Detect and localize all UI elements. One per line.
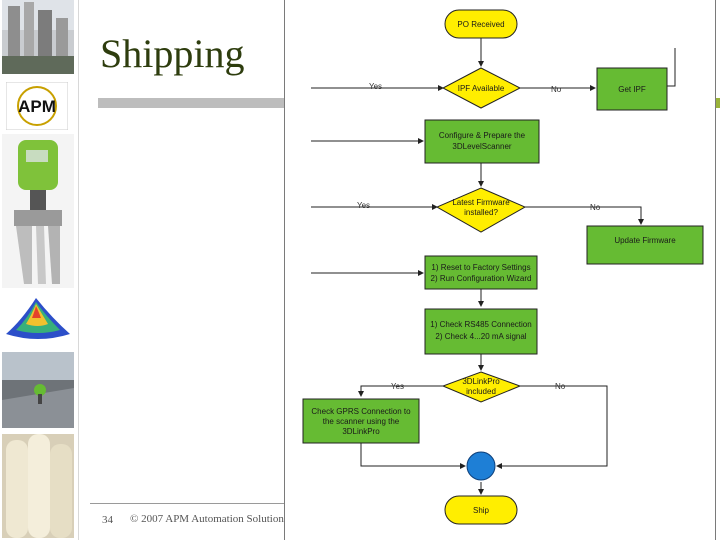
edge-gprs-to-merge	[360, 442, 466, 469]
node-ship-label: Ship	[473, 506, 490, 515]
node-get-ipf: Get IPF	[596, 67, 668, 111]
node-reset-config: 1) Reset to Factory Settings 2) Run Conf…	[424, 255, 538, 290]
node-ship: Ship	[444, 495, 518, 525]
node-check-line2: 2) Check 4...20 mA signal	[435, 332, 526, 341]
node-latest-firmware: Latest Firmware installed?	[435, 187, 527, 233]
footer-copyright: © 2007 APM Automation Solutions	[130, 513, 285, 525]
node-firmware-line2: installed?	[464, 208, 498, 217]
flowchart-connectors	[311, 38, 676, 495]
page-number: 34	[102, 514, 113, 526]
node-configure-line2: 3DLevelScanner	[452, 142, 511, 151]
surface-scan-image	[2, 294, 74, 346]
node-firmware-line1: Latest Firmware	[452, 198, 510, 207]
node-ipf-available: IPF Available	[441, 67, 522, 109]
node-check-connections: 1) Check RS485 Connection 2) Check 4...2…	[424, 308, 538, 355]
shipping-flowchart: PO Received IPF Available Yes No Get IPF…	[284, 0, 716, 540]
label-firmware-no: No	[590, 203, 601, 212]
label-linkpro-no: No	[555, 382, 566, 391]
node-update-firmware-label: Update Firmware	[614, 236, 676, 245]
edge-get-ipf-return	[667, 48, 676, 87]
slide-title: Shipping	[100, 31, 245, 76]
footer-divider	[90, 503, 290, 504]
silo-top-photo	[2, 352, 74, 428]
node-update-firmware: Update Firmware	[586, 225, 704, 265]
silos-photo	[2, 434, 74, 538]
label-firmware-yes: Yes	[357, 201, 370, 210]
scanner-device-image	[2, 134, 74, 288]
node-gprs-line2: the scanner using the	[323, 417, 400, 426]
node-po-received: PO Received	[444, 9, 518, 39]
node-ipf-available-label: IPF Available	[458, 84, 505, 93]
node-linkpro-line2: included	[466, 387, 496, 396]
label-ipf-no: No	[551, 85, 562, 94]
node-reset-line1: 1) Reset to Factory Settings	[431, 263, 530, 272]
title-accent-bar	[714, 98, 720, 108]
merge-node-circle	[466, 451, 496, 481]
node-check-line1: 1) Check RS485 Connection	[430, 320, 531, 329]
factory-photo	[2, 0, 74, 74]
node-gprs-line1: Check GPRS Connection to	[311, 407, 411, 416]
label-ipf-yes: Yes	[369, 82, 382, 91]
node-get-ipf-label: Get IPF	[618, 85, 646, 94]
title-underline-bar	[98, 98, 288, 108]
edge-linkpro-no	[496, 385, 608, 469]
node-check-gprs: Check GPRS Connection to the scanner usi…	[302, 398, 420, 444]
node-configure-line1: Configure & Prepare the	[439, 131, 526, 140]
node-configure: Configure & Prepare the 3DLevelScanner	[424, 119, 540, 164]
apm-logo: APM	[6, 82, 68, 130]
label-linkpro-yes: Yes	[391, 382, 404, 391]
edge-firmware-no	[525, 206, 644, 225]
edge-linkpro-yes	[358, 385, 443, 397]
apm-logo-text: APM	[18, 97, 56, 116]
node-po-received-label: PO Received	[457, 20, 504, 29]
node-linkpro-line1: 3DLinkPro	[462, 377, 500, 386]
node-gprs-line3: 3DLinkPro	[342, 427, 380, 436]
node-linkpro-included: 3DLinkPro included	[441, 371, 522, 403]
node-reset-line2: 2) Run Configuration Wizard	[431, 274, 532, 283]
photo-strip: APM	[0, 0, 79, 540]
